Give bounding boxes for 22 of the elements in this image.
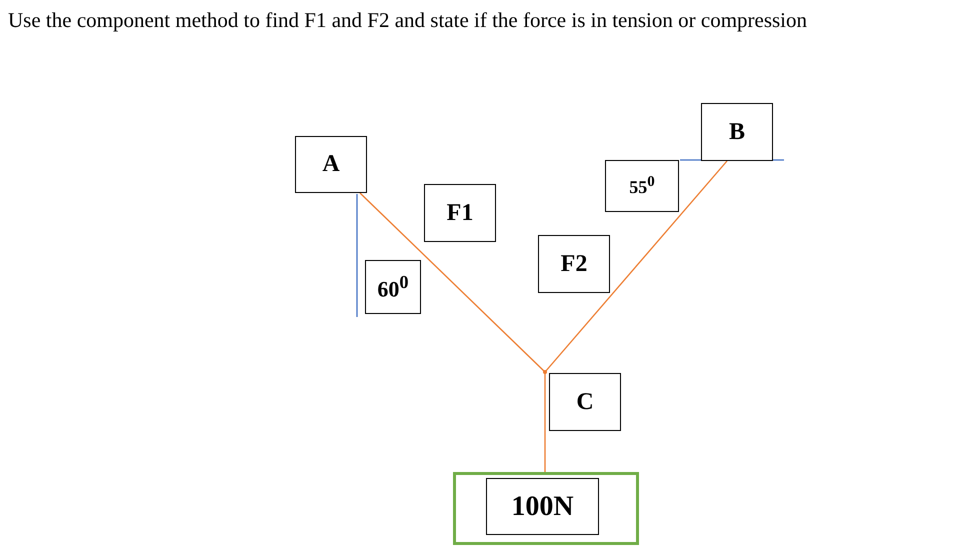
junction-point (543, 370, 547, 374)
load-label-box (486, 478, 599, 535)
angle-label-box (365, 260, 421, 314)
cable-line (544, 160, 728, 372)
weight-box (453, 472, 639, 545)
force-label-box (424, 184, 496, 242)
label-text: F2 (560, 250, 588, 278)
angle-label-box (605, 160, 679, 212)
label-text: F1 (446, 200, 474, 226)
question-text: Use the component method to find F1 and F2 and state if the force is in tension or compression (8, 8, 808, 33)
label-text: A (322, 151, 340, 178)
point-label-box (701, 103, 773, 161)
label-text: 100N (511, 490, 574, 522)
force-label-box (538, 235, 610, 293)
label-text: B (728, 118, 745, 146)
point-label-box (549, 373, 621, 431)
label-text: 55$^{0}$ (629, 174, 655, 198)
point-label-box (295, 136, 367, 193)
cable-line (544, 373, 546, 472)
cable-line (360, 192, 546, 372)
label-text: C (576, 388, 594, 416)
label-text: 60$^{0}$ (377, 272, 409, 302)
